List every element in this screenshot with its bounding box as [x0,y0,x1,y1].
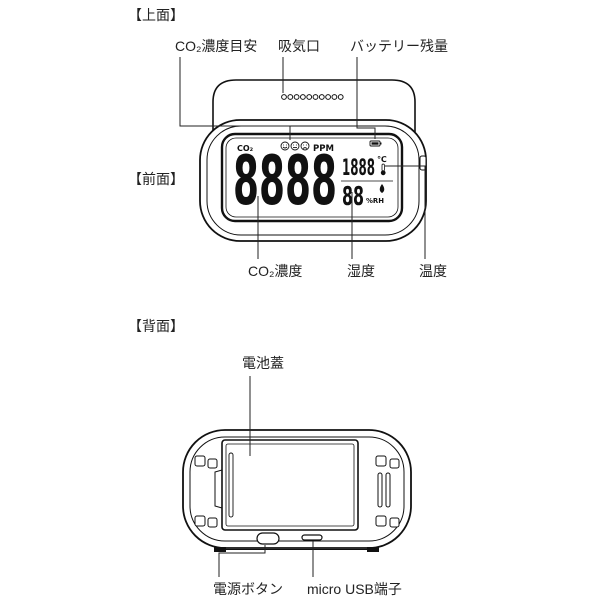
vent-hole [325,94,332,100]
leader-co2-guide [179,57,291,140]
leader-temperature [385,165,426,259]
label-humidity: 湿度 [347,263,375,279]
droplet-icon [379,184,385,193]
vent-hole [300,94,306,100]
screw-square [194,515,206,527]
label-co2-concentration: CO₂濃度 [248,263,302,279]
smile-face-icon [280,141,290,151]
vent-hole [312,94,319,100]
thermometer-icon [380,163,386,176]
sad-face-icon [300,141,310,151]
device-top-body [212,79,416,132]
screw-square [194,455,206,467]
label-power-button: 電源ボタン [213,581,283,597]
lcd-temperature-unit: ℃ [377,155,387,164]
battery-cover-inner [225,443,355,527]
side-slot [385,472,391,508]
vent-hole [331,94,338,100]
side-slot [377,472,383,508]
label-temperature: 温度 [419,263,447,279]
screw-square [389,458,400,469]
lcd-co2-label: CO₂ [237,144,254,153]
back-fixtures [194,455,400,528]
leader-power-button [218,545,266,577]
lcd-humidity-value: 88 [342,182,364,212]
battery-cover [221,439,359,531]
lcd-temperature-value: 1888 [342,156,375,181]
label-battery-level: バッテリー残量 [350,38,448,54]
lcd-ppm-unit: PPM [313,144,334,154]
screw-square [207,458,218,469]
battery-cover-slot [228,452,234,518]
device-back-bezel [189,436,405,542]
vent-hole [337,94,344,100]
vent-hole [318,94,325,100]
screw-square [389,517,400,528]
power-button [256,532,280,545]
vent-hole [287,94,294,100]
battery-cover-tab [214,469,223,509]
lcd-screen [220,132,404,223]
vent-hole [293,94,300,100]
device-foot-left [214,547,226,552]
label-micro-usb-port: micro USB端子 [307,581,402,597]
leader-battery-level [356,57,376,139]
screw-square [207,517,218,528]
co2-guide-faces [280,141,310,151]
section-title-top: 【上面】 [128,7,184,23]
device-front-bezel [206,125,420,236]
section-title-front: 【前面】 [128,171,184,187]
micro-usb-port [301,534,323,541]
intake-vent [281,94,344,100]
device-foot-right [367,547,379,552]
label-intake: 吸気口 [278,38,320,54]
screw-square [375,515,387,527]
lcd-co2-value: 8888 [233,142,337,221]
section-title-back: 【背面】 [128,318,184,334]
screw-square [375,455,387,467]
label-battery-cover: 電池蓋 [242,355,284,371]
label-co2-guide: CO₂濃度目安 [175,38,257,54]
vent-hole [281,94,287,100]
battery-icon [369,140,382,147]
vent-hole [306,94,313,100]
lcd-humidity-unit: %RH [366,197,384,205]
lcd-screen-inner [225,137,399,218]
neutral-face-icon [290,141,300,151]
